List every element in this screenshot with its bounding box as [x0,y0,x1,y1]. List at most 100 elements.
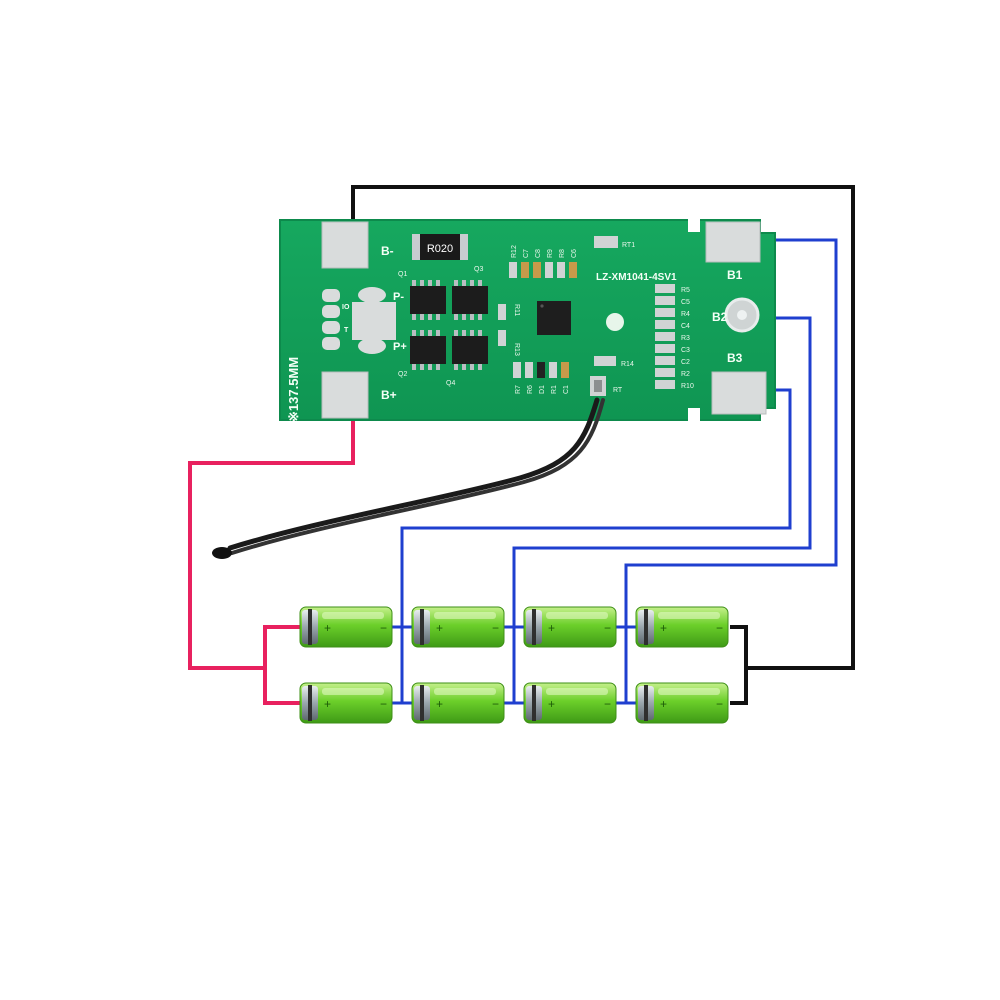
component-label: R12 [511,245,518,258]
r11-part [498,304,506,320]
mosfet-array [410,286,488,364]
label-q1: Q1 [398,271,407,278]
r13-part [498,330,506,346]
component-label: D1 [539,385,546,394]
pad-b1[interactable] [705,221,761,263]
battery-cell-highlight [546,688,608,695]
smd-top-row [509,262,577,278]
battery-cell-terminal-band [532,609,536,645]
battery-cell-highlight [658,612,720,619]
component-label: C7 [523,249,530,258]
component-label: C2 [681,359,690,366]
label-b-minus: B- [381,244,394,258]
battery-cell-terminal-band [308,685,312,721]
battery-cells-4s2p: +−+−+−+−+−+−+−+− [299,606,729,724]
component-label: R9 [547,249,554,258]
battery-cell-plus: + [548,697,555,711]
label-rt: RT [613,387,623,394]
battery-cell-highlight [322,688,384,695]
component-label: R2 [681,371,690,378]
battery-cell: +− [635,606,729,648]
battery-cell-minus: − [604,621,611,635]
battery-cell-highlight [658,688,720,695]
component-label: C1 [563,385,570,394]
mosfet-pins [412,280,482,370]
rt-part-center [594,380,602,392]
mounting-hole [606,313,624,331]
battery-cell-highlight [434,688,496,695]
ic-pin1-dot [540,304,544,308]
battery-cell-terminal-band [644,685,648,721]
component-label: R6 [527,385,534,394]
shunt-resistor-cap-left [412,234,420,260]
smd-side-column [655,284,675,389]
battery-cell-minus: − [492,697,499,711]
pad-b3[interactable] [711,371,767,415]
battery-cell-plus: + [324,621,331,635]
battery-cell: +− [299,606,393,648]
battery-cell-plus: + [660,621,667,635]
pad-p-plus[interactable] [358,338,386,354]
component-label: R7 [515,385,522,394]
component-label: R1 [551,385,558,394]
label-q3: Q3 [474,266,483,273]
component-label: R5 [681,287,690,294]
pad-p[interactable] [352,302,396,340]
smd-bottom-row [513,362,569,378]
label-r13: R13 [513,343,520,356]
pad-b-minus[interactable] [321,221,369,269]
label-t: T [344,327,349,334]
pad-io-1[interactable] [322,289,340,302]
board-width-label: ※137.5MM [286,357,301,422]
label-p-minus: P- [393,291,404,303]
red-wire-b-plus [188,412,355,705]
label-q4: Q4 [446,380,455,387]
shunt-resistor [412,234,468,260]
component-label: C5 [681,299,690,306]
battery-cell-minus: − [492,621,499,635]
component-label: R3 [681,335,690,342]
battery-cell: +− [523,606,617,648]
battery-cell: +− [635,682,729,724]
battery-cell-highlight [434,612,496,619]
shunt-resistor-cap-right [460,234,468,260]
component-label: C6 [571,249,578,258]
battery-cell: +− [411,606,505,648]
label-b-plus: B+ [381,388,397,402]
pad-b2-hole [737,310,747,320]
pad-p-minus[interactable] [358,287,386,303]
battery-cell-plus: + [324,697,331,711]
battery-cell-minus: − [380,621,387,635]
pad-b-plus[interactable] [321,371,369,419]
battery-cell-minus: − [716,697,723,711]
component-label: R8 [559,249,566,258]
pad-t-1[interactable] [322,321,340,334]
thermistor-bulb [212,547,232,559]
rt1-part [594,236,618,248]
label-r11: R11 [513,304,520,316]
label-b1: B1 [727,268,743,282]
black-wire-b-minus [351,185,855,705]
pad-io-2[interactable] [322,305,340,318]
label-b2: B2 [712,310,728,324]
label-r14: R14 [621,361,634,368]
thermistor-probe [212,397,605,559]
component-label: R4 [681,311,690,318]
battery-cell-highlight [322,612,384,619]
label-q2: Q2 [398,371,407,378]
component-label: C3 [681,347,690,354]
pad-t-2[interactable] [322,337,340,350]
battery-cell-terminal-band [532,685,536,721]
battery-cell-minus: − [716,621,723,635]
battery-cell-terminal-band [420,609,424,645]
battery-cell: +− [523,682,617,724]
component-label: R10 [681,383,694,390]
battery-cell-terminal-band [308,609,312,645]
component-label: C4 [681,323,690,330]
blue-wires-balance [392,238,838,705]
bottom-row-labels: R7 R6 D1 R1 C1 [515,385,570,394]
label-b3: B3 [727,351,743,365]
